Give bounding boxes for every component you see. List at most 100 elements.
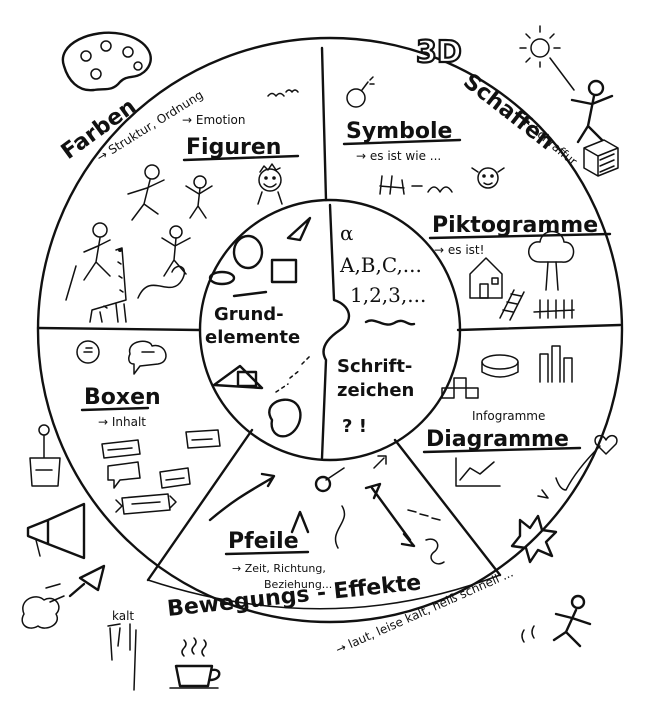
running-figure-icon (127, 164, 165, 221)
giraffe-icon (89, 247, 127, 323)
figuren-title: Figuren (186, 135, 281, 160)
boxen-segment: Boxen → Inhalt (76, 340, 221, 515)
farben-area: Farben → Struktur, Ordnung (57, 31, 206, 165)
checkmark-icon (555, 445, 601, 491)
birds-icon (267, 89, 299, 97)
boxen-note: → Inhalt (98, 415, 146, 429)
icicles-icon (107, 623, 137, 691)
piktogramme-note: → es ist! (434, 243, 484, 257)
ladder-icon (499, 289, 525, 321)
bar-chart-icon (539, 345, 573, 383)
schaffen-area: 3D Schaffen + Schraffur (415, 25, 619, 177)
label-box-icon (159, 467, 191, 489)
piktogramme-segment: Piktogramme → es ist! (428, 213, 612, 321)
3d-cube-icon (583, 139, 619, 177)
blob-shape (268, 398, 302, 438)
figuren-segment: → Emotion Figuren (65, 89, 300, 323)
line-chart-icon (455, 457, 501, 487)
climbing-figure-icon (65, 222, 111, 301)
round-badge-icon (76, 340, 100, 364)
wheel-structure (36, 36, 624, 624)
schriftzeichen-label-2: zeichen (337, 380, 414, 401)
grundelemente-label-2: elemente (205, 327, 300, 348)
schriftzeichen-area: α A,B,C,... 1,2,3,... Schrift- zeichen ?… (337, 221, 426, 437)
shaded-figure-icon (570, 79, 614, 144)
inner-divider (320, 203, 351, 460)
org-chart-icon (441, 377, 479, 399)
box-shape-icon (185, 429, 221, 449)
circle-shape (232, 234, 264, 270)
pie-chart-icon (481, 354, 519, 378)
symbole-note: → es ist wie ... (356, 149, 441, 163)
marks-glyph: ? ! (342, 416, 367, 437)
fence-icon (533, 299, 575, 319)
symbole-segment: Symbole → es ist wie ... (342, 76, 505, 195)
dash-marks-icon (537, 489, 549, 499)
paint-palette-icon (61, 31, 152, 92)
divider-lower-left (146, 428, 254, 582)
bewegung-area: kalt Bewegungs - Effekte → laut, leise k… (107, 514, 592, 691)
joystick-icon (29, 424, 61, 487)
speech-cloud-icon (128, 340, 167, 375)
snake-icon (137, 265, 186, 299)
oval-shape (208, 270, 236, 286)
outer-ring (36, 36, 624, 624)
jumping-figure-icon (185, 175, 213, 219)
left-outer-icons (21, 424, 106, 629)
lower-arc (147, 574, 501, 610)
alpha-glyph: α (340, 221, 354, 245)
ribbon-banner-icon (115, 493, 177, 515)
rocket-icon (45, 564, 106, 603)
speech-box-icon (107, 461, 141, 489)
coffee-cup-icon (169, 637, 221, 689)
explosion-cloud-icon (21, 596, 60, 629)
curved-arrow-icon (208, 472, 276, 522)
megaphone-icon (26, 502, 86, 560)
target-circle-icon (314, 475, 332, 493)
heart-icon (594, 434, 618, 455)
boxen-underline (80, 406, 150, 412)
sun-icon (519, 25, 575, 91)
small-arrow-icon (373, 455, 387, 469)
divider-left (36, 326, 202, 332)
infogramme-note: Infogramme (472, 409, 545, 423)
diagramme-underline (422, 446, 582, 454)
smiley-face-icon (257, 163, 283, 205)
figuren-underline (182, 154, 300, 162)
letters-glyph: A,B,C,... (339, 253, 422, 277)
line-shape (232, 290, 268, 298)
dotted-arrow-icon (407, 509, 441, 521)
banner-box-icon (101, 439, 141, 459)
square-shape (270, 258, 298, 284)
grundelemente-label-1: Grund- (214, 304, 284, 325)
divider-top (320, 46, 328, 202)
pfeile-underline (224, 550, 310, 556)
spiral-icon (425, 538, 445, 565)
girl-face-icon (471, 167, 505, 189)
tree-icon (528, 230, 575, 291)
bomb-icon (346, 76, 375, 108)
dotted-line-shape (275, 355, 311, 393)
schriftzeichen-label-1: Schrift- (337, 356, 412, 377)
running-person-icon (521, 594, 592, 648)
parallelogram-shape (286, 216, 312, 242)
heat-symbol-icon (379, 175, 423, 195)
diagramme-segment: Infogramme Diagramme (422, 345, 618, 499)
squiggle-glyph (364, 319, 416, 326)
small-rect-shape (236, 370, 258, 388)
numbers-glyph: 1,2,3,... (350, 283, 426, 307)
boxen-title: Boxen (84, 385, 161, 410)
spiky-burst-icon (510, 514, 558, 564)
pfeile-title: Pfeile (228, 529, 299, 554)
pfeile-note-1: → Zeit, Richtung, (232, 562, 326, 575)
target-arrow-icon (325, 467, 345, 481)
wiggle-arrow-icon (334, 505, 346, 549)
wave-symbol-icon (427, 186, 453, 193)
grundelemente-area: Grund- elemente (205, 216, 312, 438)
cheering-figure-icon (161, 225, 191, 277)
symbole-underline (342, 138, 462, 146)
figuren-note: → Emotion (182, 113, 245, 127)
up-arrow-icon (290, 510, 310, 534)
divider-right (456, 323, 622, 332)
double-arrow-icon (364, 482, 416, 548)
